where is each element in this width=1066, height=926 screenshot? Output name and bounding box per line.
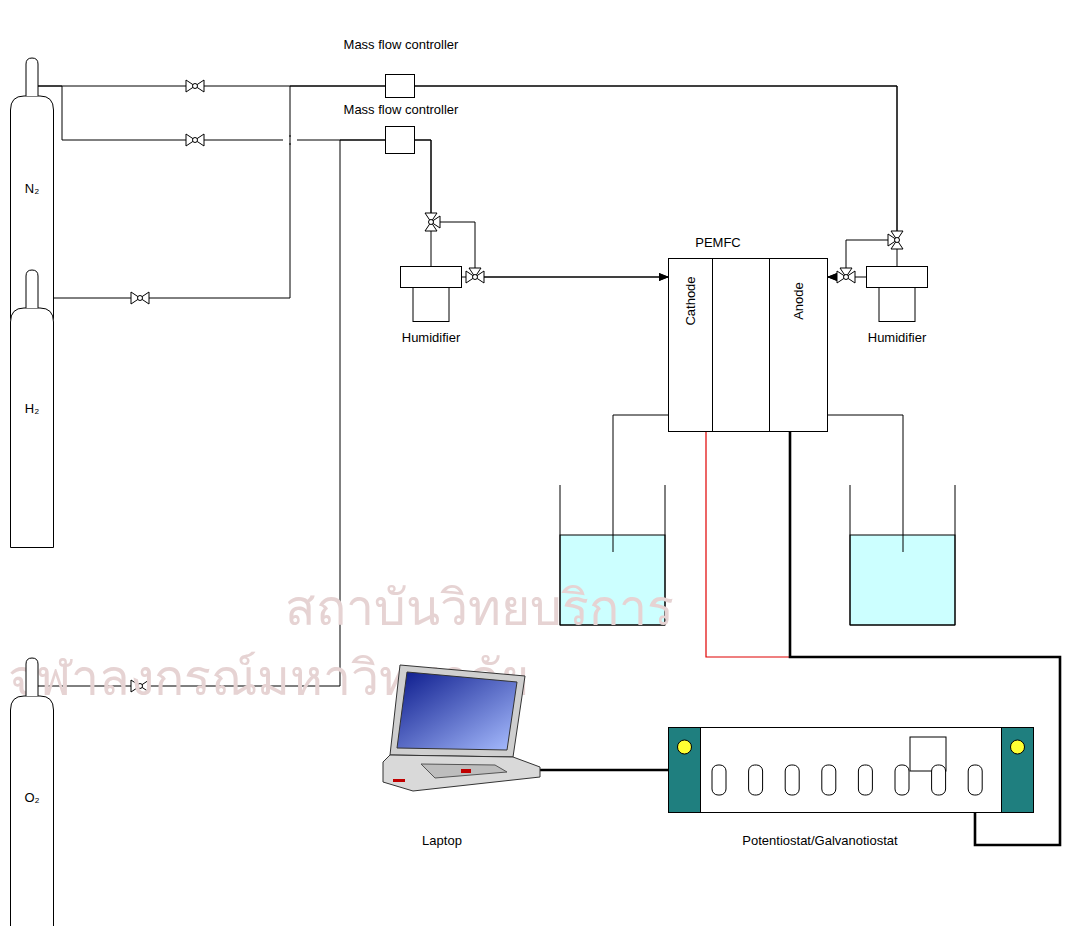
instrument-body: [669, 728, 1034, 813]
instrument-handle: [669, 728, 701, 813]
valve-symbol: [131, 292, 149, 304]
node-label: Laptop: [422, 833, 462, 849]
humidifier-bottle: [413, 288, 449, 322]
mass-flow-controller: Mass flow controller: [385, 74, 415, 98]
three-way-valve: [425, 213, 440, 231]
mass-flow-controller: Mass flow controller: [385, 126, 415, 154]
three-way-valve: [837, 268, 855, 283]
instrument-port: [968, 765, 982, 795]
valve-stem: [429, 220, 434, 225]
instrument-port: [822, 765, 836, 795]
node-label: Potentiostat/Galvanotiostat: [742, 833, 897, 849]
instrument-port: [895, 765, 909, 795]
drain-line: [828, 415, 903, 552]
instrument-port: [785, 765, 799, 795]
humidifier-bottle: [879, 288, 915, 322]
fuel-cell: PEMFCCathodeAnode: [668, 258, 828, 432]
three-way-valve: [466, 268, 484, 283]
gas-line: [38, 86, 385, 140]
node-label: N₂: [25, 181, 39, 197]
instrument-port: [858, 765, 872, 795]
gas-line: [415, 140, 431, 266]
potentiostat-outline: [668, 727, 1034, 813]
humidifier-cap: [867, 267, 928, 288]
anode-plate: Anode: [769, 259, 827, 431]
valve-stem: [844, 275, 849, 280]
cylinder-body: [11, 308, 54, 548]
node-label: Mass flow controller: [344, 102, 459, 118]
laptop-led: [393, 779, 405, 782]
cylinder-neck: [26, 658, 38, 696]
instrument-port: [712, 765, 726, 795]
three-way-valve: [888, 231, 903, 249]
laptop-touchpad: [461, 769, 471, 773]
laptop: Laptop: [383, 665, 540, 795]
humidifier: Humidifier: [866, 266, 928, 322]
valve-stem: [138, 296, 143, 301]
valve-stem: [193, 138, 198, 143]
gas-line: [38, 86, 385, 298]
laptop-lid: [390, 665, 525, 757]
pipe-crossing: [283, 135, 297, 145]
drain-line: [613, 415, 668, 552]
gas-line: [415, 86, 897, 277]
node-label: Anode: [791, 282, 807, 320]
node-label: PEMFC: [695, 235, 741, 251]
valve-symbol: [186, 134, 204, 146]
node-label: H₂: [25, 401, 39, 417]
instrument-port: [749, 765, 763, 795]
humidifier: Humidifier: [400, 266, 462, 322]
water-beaker: [828, 415, 955, 625]
cylinder-neck: [26, 270, 38, 308]
laptop-base: [383, 755, 540, 791]
handle-screw: [678, 740, 692, 754]
valve-stem: [895, 238, 900, 243]
node-label: Humidifier: [868, 330, 927, 346]
valve-stem: [473, 275, 478, 280]
cathode-plate: Cathode: [669, 259, 713, 431]
node-label: O₂: [24, 790, 39, 806]
pipe-segment: [290, 135, 291, 145]
gas-line: [415, 140, 669, 277]
node-label: Humidifier: [402, 330, 461, 346]
gas-cylinder: O₂: [10, 658, 54, 926]
laptop-screen: [397, 672, 517, 750]
node-label: Cathode: [683, 276, 699, 325]
cylinder-neck: [26, 58, 38, 96]
handle-screw: [1011, 740, 1025, 754]
cylinder-body: [11, 696, 54, 926]
potentiostat: Potentiostat/Galvanotiostat: [668, 727, 1034, 813]
laptop-outline: [383, 665, 540, 795]
humidifier-cap: [401, 267, 462, 288]
gas-line: [415, 86, 897, 266]
valve-stem: [193, 84, 198, 89]
cylinder-body: [11, 96, 54, 320]
valve-symbol: [186, 80, 204, 92]
instrument-handle: [1002, 728, 1034, 813]
humidifier-outline: [866, 266, 928, 322]
watermark-text: สถาบันวิทยบริการ: [285, 578, 674, 638]
humidifier-outline: [400, 266, 462, 322]
gas-cylinder: H₂: [10, 270, 54, 548]
laptop-keyboard: [421, 764, 507, 778]
instrument-port: [932, 765, 946, 795]
signal-wire: [540, 769, 668, 772]
node-label: Mass flow controller: [344, 37, 459, 53]
